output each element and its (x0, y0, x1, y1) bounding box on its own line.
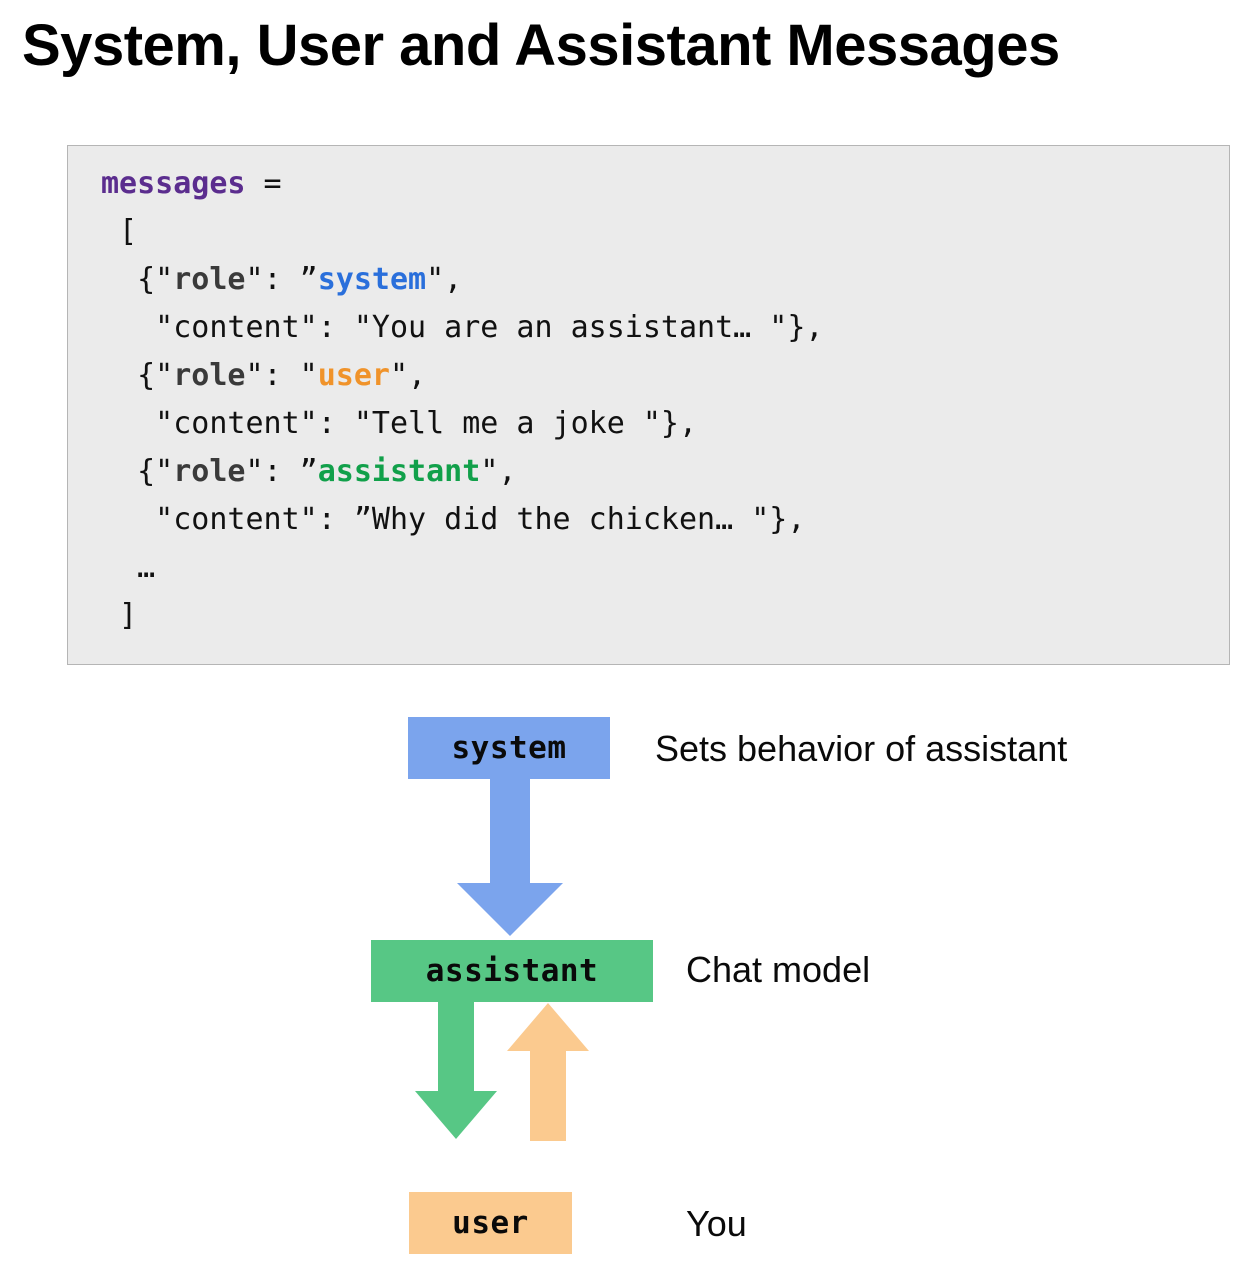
role-box-user[interactable]: user (409, 1192, 572, 1254)
line-assign: messages = (101, 160, 823, 208)
role-box-user-label: user (452, 1205, 529, 1241)
code-token-plain: "content": "Tell me a joke "}, (101, 406, 698, 441)
code-token-plain: … (101, 550, 156, 585)
role-box-assistant[interactable]: assistant (371, 940, 653, 1002)
code-token-plain: ": ” (245, 262, 318, 297)
line-role-system: {"role": ”system", (101, 256, 823, 304)
code-token-plain: ": ” (245, 454, 318, 489)
line-close-bracket: ] (101, 592, 823, 640)
arrow-user-to-assistant-icon (507, 1003, 589, 1141)
role-box-assistant-label: assistant (425, 953, 599, 989)
line-open-bracket: [ (101, 208, 823, 256)
code-token-plain: ", (426, 262, 463, 297)
line-content-user: "content": "Tell me a joke "}, (101, 400, 823, 448)
role-box-system[interactable]: system (408, 717, 610, 779)
code-token-plain: ", (480, 454, 517, 489)
code-token-user: user (317, 358, 390, 393)
page-title: System, User and Assistant Messages (22, 13, 1060, 78)
arrow-assistant-to-user-icon (415, 1001, 497, 1139)
line-ellipsis: … (101, 544, 823, 592)
code-token-var: messages (101, 166, 246, 201)
code-token-plain: ": " (245, 358, 318, 393)
role-flow-diagram: system Sets behavior of assistant assist… (0, 690, 1260, 1282)
code-token-key: role (173, 262, 246, 297)
line-content-assistant: "content": ”Why did the chicken… "}, (101, 496, 823, 544)
code-token-asst: assistant (317, 454, 481, 489)
code-token-sys: system (317, 262, 427, 297)
code-token-plain: {" (101, 358, 174, 393)
code-listing: messages = [ {"role": ”system", "content… (101, 160, 823, 640)
code-token-plain: {" (101, 454, 174, 489)
code-token-key: role (173, 358, 246, 393)
code-token-plain: "content": ”Why did the chicken… "}, (101, 502, 806, 537)
code-token-plain: = (245, 166, 282, 201)
code-token-plain: ", (390, 358, 427, 393)
code-token-plain: [ (101, 214, 138, 249)
line-role-user: {"role": "user", (101, 352, 823, 400)
caption-assistant: Chat model (686, 949, 871, 990)
code-token-plain: "content": "You are an assistant… "}, (101, 310, 824, 345)
arrow-system-to-assistant-icon (457, 778, 563, 936)
code-token-plain: ] (101, 598, 138, 633)
code-token-plain: {" (101, 262, 174, 297)
line-role-assistant: {"role": ”assistant", (101, 448, 823, 496)
line-content-system: "content": "You are an assistant… "}, (101, 304, 823, 352)
caption-system: Sets behavior of assistant (655, 728, 1068, 769)
caption-user: You (686, 1203, 747, 1244)
code-token-key: role (173, 454, 246, 489)
code-block: messages = [ {"role": ”system", "content… (67, 145, 1230, 665)
role-box-system-label: system (451, 730, 567, 766)
